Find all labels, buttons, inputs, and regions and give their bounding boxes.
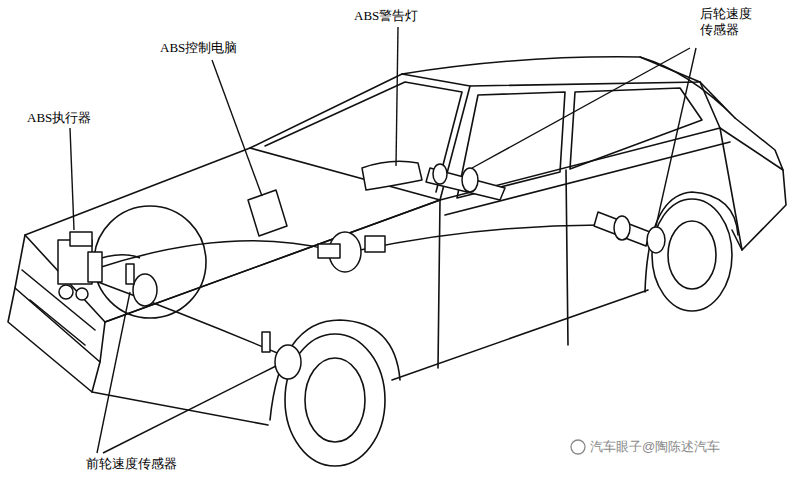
rear-door-window <box>570 88 702 169</box>
front-face <box>15 235 105 362</box>
abs-actuator <box>70 232 92 246</box>
trunk <box>700 82 783 170</box>
rear-wheel <box>652 199 732 311</box>
rear-wheel-sensor <box>614 216 630 240</box>
abs-actuator <box>76 288 88 300</box>
rear-wheel-arch <box>645 192 738 292</box>
watermark-icon <box>571 440 585 454</box>
far-front-wheel <box>94 206 206 318</box>
watermark-icon <box>571 440 585 454</box>
front-door-window <box>457 92 565 198</box>
leader-line <box>656 48 696 226</box>
rear-wheel-sensor <box>462 168 478 192</box>
rear-hub <box>668 221 716 289</box>
rear-end <box>720 128 786 250</box>
hood <box>25 148 440 322</box>
front-hub <box>305 358 365 442</box>
abs-ecu <box>248 190 287 236</box>
side-crease <box>445 142 730 215</box>
abs-parts <box>58 161 665 379</box>
rear-wheel-sensor <box>433 164 447 184</box>
front-wheel-sensor <box>262 332 270 352</box>
leader-line <box>472 48 690 168</box>
windshield <box>250 74 470 200</box>
part-label: 前轮速度传感器 <box>86 456 177 472</box>
rear-drive-shaft <box>594 212 650 246</box>
rear-lower-edge <box>732 230 742 250</box>
leader-line <box>70 128 74 230</box>
door-seam <box>438 170 568 368</box>
front-wheel-sensor <box>126 264 134 284</box>
brake-line <box>98 282 282 355</box>
leader-line <box>103 366 276 453</box>
part-label: ABS警告灯 <box>354 8 418 24</box>
windshield-inner <box>265 82 462 192</box>
part-label: 后轮速度 传感器 <box>700 6 760 37</box>
front-wheel-sensor <box>275 345 301 379</box>
leader-line <box>212 60 262 196</box>
rear-wheel-sensor <box>647 227 665 253</box>
front-lower-edge <box>92 392 268 425</box>
abs-actuator <box>59 285 73 299</box>
part-label: ABS执行器 <box>27 110 91 126</box>
leader-lines <box>70 27 696 453</box>
brake-line <box>360 225 600 250</box>
front-bumper <box>8 288 100 392</box>
master-cylinder <box>365 236 385 252</box>
part-label: ABS控制电脑 <box>160 40 237 56</box>
abs-warning-lamp <box>362 161 422 190</box>
rocker-sill <box>392 290 648 380</box>
leader-line <box>396 27 398 166</box>
abs-actuator <box>88 252 102 282</box>
front-wheel-sensor <box>133 274 157 306</box>
leader-line <box>97 292 130 453</box>
watermark: 汽车眼子@陶陈述汽车 <box>590 439 720 455</box>
roof <box>402 57 700 86</box>
master-cylinder <box>318 244 340 258</box>
